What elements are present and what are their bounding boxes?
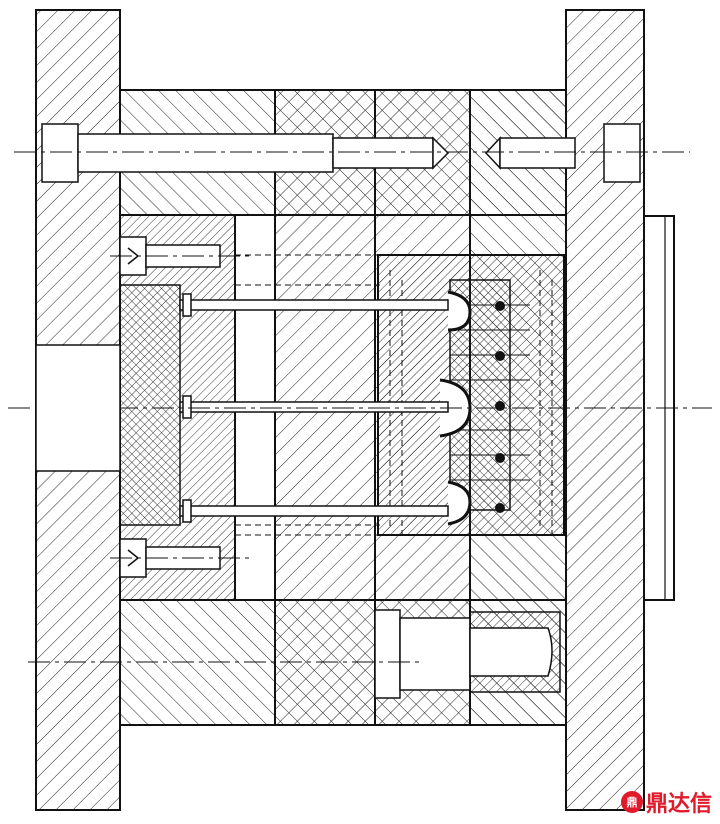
ejector-pin (179, 505, 449, 517)
cavity-cells (450, 304, 530, 481)
brand-logo: 鼎 鼎达信 (620, 786, 712, 818)
clamp-plate-slot (35, 344, 121, 472)
ejector-pin-head (182, 499, 192, 523)
cooling-channel (495, 301, 505, 513)
ejector-pin-head (182, 293, 192, 317)
tie-bolt (41, 123, 641, 183)
ejector-plate (119, 284, 181, 526)
ejector-pin-head (182, 395, 192, 419)
logo-text: 鼎达信 (645, 792, 712, 817)
logo-mark-icon: 鼎 (620, 791, 643, 813)
ejector-pins (179, 293, 449, 523)
ejector-pin (179, 299, 449, 311)
sprue-bushing-icon (374, 609, 561, 699)
center-lines (8, 151, 712, 663)
hidden-lines (235, 254, 553, 536)
ejector-pin (179, 401, 449, 413)
